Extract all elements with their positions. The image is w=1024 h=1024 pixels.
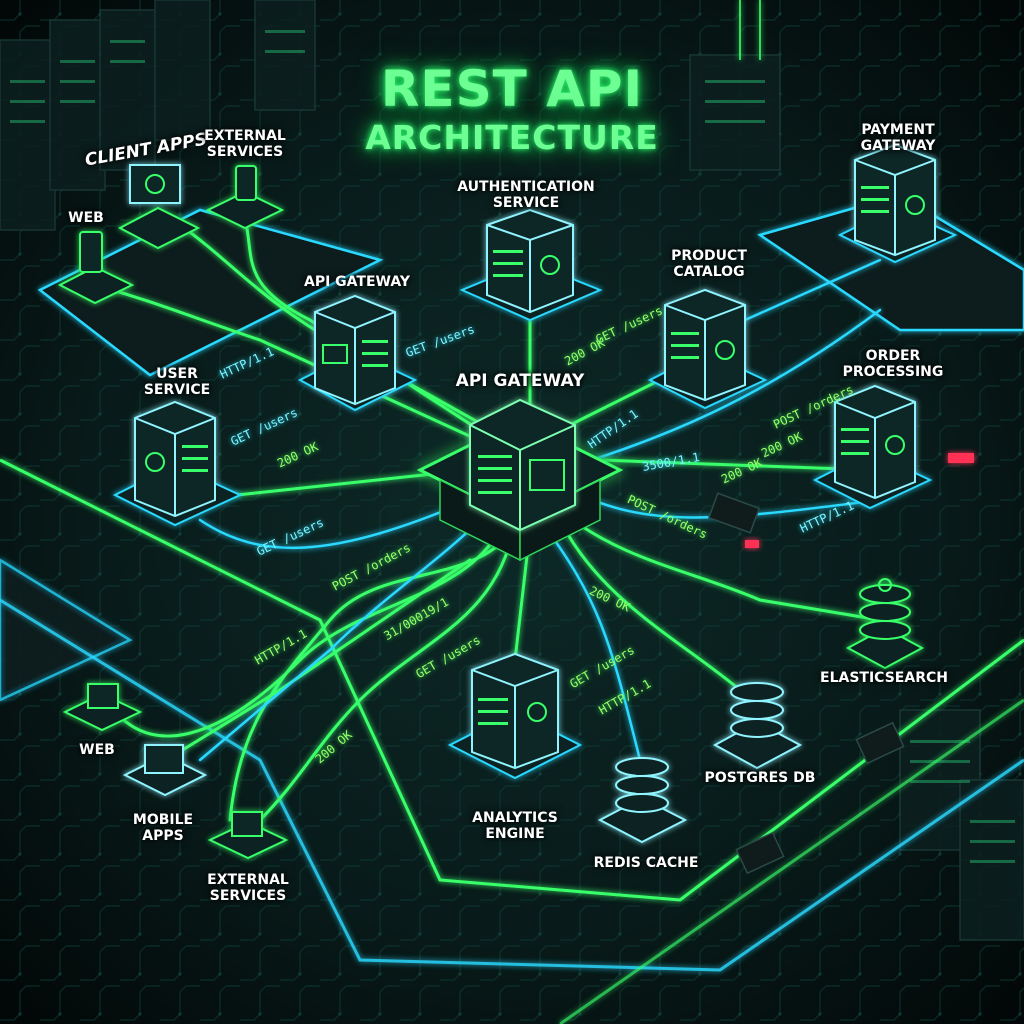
- product-catalog-server: [647, 288, 768, 410]
- postgres-db: [712, 682, 803, 770]
- label-order-processing: ORDER PROCESSING: [842, 348, 944, 380]
- circuit-chips: [707, 453, 974, 875]
- auth-server: [459, 208, 603, 322]
- label-analytics-engine: ANALYTICS ENGINE: [472, 810, 558, 842]
- payment-gateway-server: [837, 143, 958, 264]
- mobile-apps-device: [122, 744, 208, 797]
- label-payment-gateway: PAYMENT GATEWAY: [860, 122, 936, 154]
- label-authentication-service: AUTHENTICATION SERVICE: [457, 179, 595, 211]
- client-apps-device: [117, 164, 201, 250]
- platforms: [0, 193, 1024, 702]
- platform-left: [0, 558, 133, 702]
- server-nodes: [112, 143, 958, 780]
- client-devices: [57, 164, 289, 860]
- label-web-top: WEB: [68, 210, 104, 226]
- label-api-gateway-small: API GATEWAY: [304, 274, 410, 290]
- label-product-catalog: PRODUCT CATALOG: [671, 248, 747, 280]
- background-server-racks: [0, 0, 1024, 941]
- label-elasticsearch: ELASTICSEARCH: [820, 670, 948, 686]
- web-top-device: [57, 231, 135, 305]
- user-service-server: [112, 400, 243, 527]
- label-user-service: USER SERVICE: [143, 366, 211, 398]
- api-gateway-small-server: [297, 294, 418, 412]
- analytics-engine-server: [447, 652, 583, 780]
- database-stacks: [597, 578, 925, 844]
- external-services-top-device: [205, 165, 285, 230]
- label-mobile-apps: MOBILE APPS: [132, 812, 194, 844]
- elasticsearch-db: [845, 578, 925, 670]
- diagram-subtitle: ARCHITECTURE: [365, 118, 659, 157]
- main-board-outline: [0, 458, 1024, 1024]
- label-web-bottom: WEB: [79, 742, 115, 758]
- web-bottom-device: [62, 683, 143, 732]
- label-redis-cache: REDIS CACHE: [593, 855, 699, 871]
- label-external-services-top: EXTERNAL SERVICES: [204, 128, 286, 160]
- diagram-title: REST API: [380, 60, 644, 118]
- label-api-gateway-center: API GATEWAY: [455, 371, 585, 391]
- order-processing-server: [812, 384, 933, 510]
- external-services-bottom-device: [207, 811, 289, 860]
- redis-cache-db: [597, 757, 688, 844]
- label-external-services-bottom: EXTERNAL SERVICES: [207, 872, 289, 904]
- label-postgres-db: POSTGRES DB: [704, 770, 816, 786]
- api-gateway-center-server: [416, 398, 624, 562]
